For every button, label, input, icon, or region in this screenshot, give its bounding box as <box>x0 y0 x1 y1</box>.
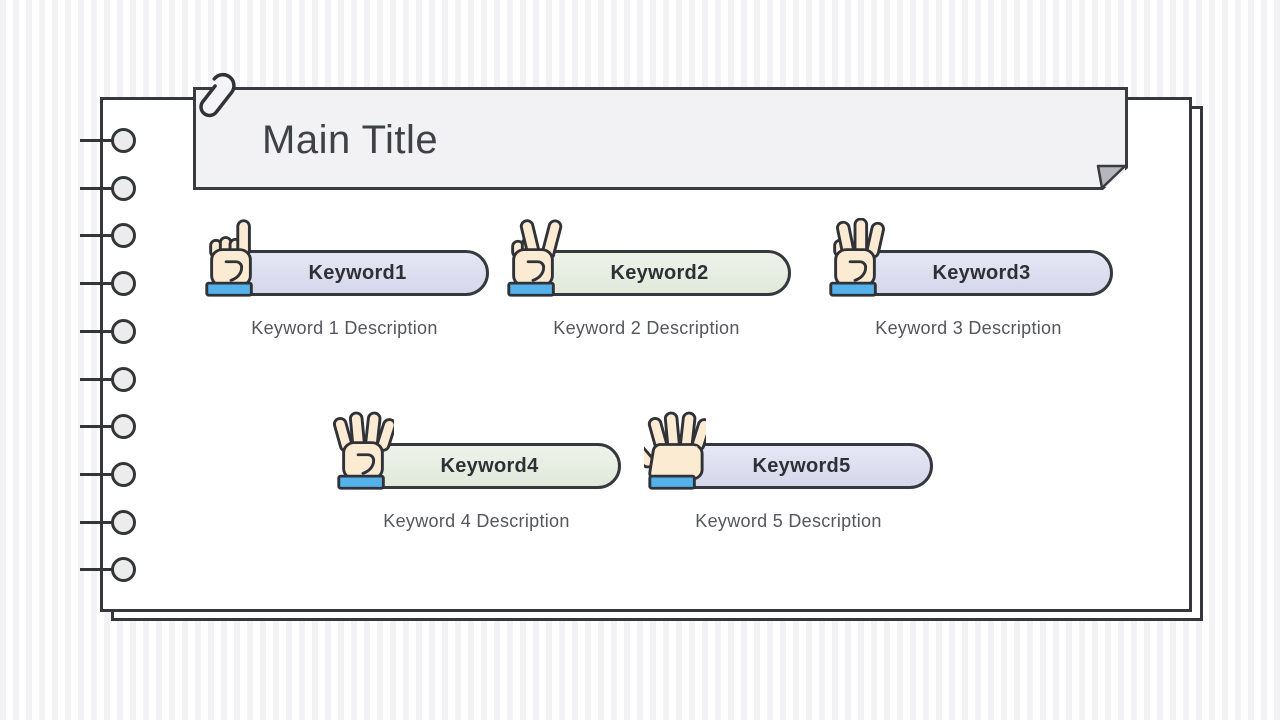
keyword-label: Keyword3 <box>932 261 1031 284</box>
binder-ring <box>80 557 136 583</box>
paperclip-icon <box>199 72 236 118</box>
binder-ring <box>80 461 136 487</box>
binder-ring <box>80 223 136 249</box>
binder-ring <box>80 414 136 440</box>
keyword-label: Keyword1 <box>308 261 407 284</box>
keyword-pill: Keyword2 <box>528 250 791 296</box>
keyword-description: Keyword 1 Description <box>251 318 438 338</box>
hand-one-finger-icon <box>205 219 253 297</box>
keyword-block: Keyword2 Keyword 2 Description <box>502 218 791 348</box>
keyword-description: Keyword 2 Description <box>553 318 740 338</box>
title-banner: Main Title <box>193 87 1128 190</box>
keyword-block: Keyword5 Keyword 5 Description <box>644 411 933 541</box>
main-title: Main Title <box>262 118 439 162</box>
keyword-description: Keyword 3 Description <box>875 318 1062 338</box>
binder-ring <box>80 366 136 392</box>
keyword-pill: Keyword5 <box>670 443 933 489</box>
hand-five-fingers-icon <box>644 411 706 490</box>
keyword-pill: Keyword1 <box>226 250 489 296</box>
binder-ring <box>80 318 136 344</box>
keyword-label: Keyword2 <box>610 261 709 284</box>
binder-ring <box>80 271 136 297</box>
keyword-block: Keyword4 Keyword 4 Description <box>332 411 621 541</box>
keyword-pill: Keyword3 <box>850 250 1113 296</box>
binder-ring <box>80 509 136 535</box>
keyword-description: Keyword 4 Description <box>383 511 570 531</box>
keyword-block: Keyword3 Keyword 3 Description <box>824 218 1113 348</box>
keyword-label: Keyword5 <box>752 454 851 477</box>
keyword-pill: Keyword4 <box>358 443 621 489</box>
binder-ring <box>80 175 136 201</box>
hand-four-fingers-icon <box>332 411 394 490</box>
folded-corner-icon <box>1096 164 1127 190</box>
keyword-label: Keyword4 <box>440 454 539 477</box>
binder-ring <box>80 128 136 153</box>
keyword-description: Keyword 5 Description <box>695 511 882 531</box>
keyword-block: Keyword1 Keyword 1 Description <box>200 218 489 348</box>
hand-two-fingers-icon <box>507 219 563 297</box>
hand-three-fingers-icon <box>829 218 885 297</box>
